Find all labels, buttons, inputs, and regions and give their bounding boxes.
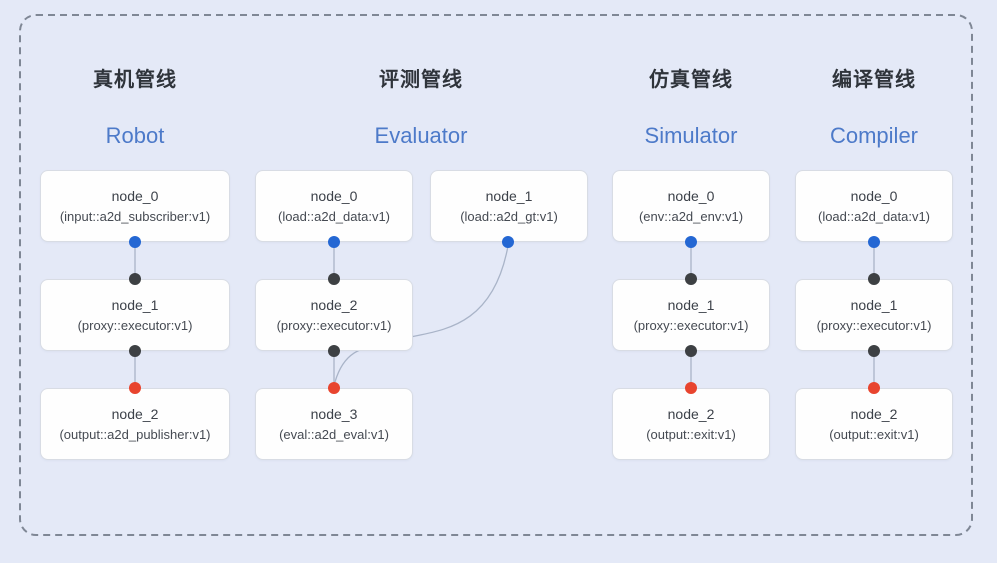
port-out-dot: [685, 345, 697, 357]
port-in-dot: [328, 382, 340, 394]
node-robot-1: node_1 (proxy::executor:v1): [40, 279, 230, 351]
node-name: node_2: [850, 405, 898, 422]
node-type: (proxy::executor:v1): [276, 317, 392, 333]
node-name: node_0: [310, 187, 358, 204]
node-type: (input::a2d_subscriber:v1): [59, 208, 211, 224]
node-robot-2: node_2 (output::a2d_publisher:v1): [40, 388, 230, 460]
node-name: node_2: [310, 296, 358, 313]
node-type: (proxy::executor:v1): [816, 317, 932, 333]
port-in-dot: [868, 382, 880, 394]
node-simulator-0: node_0 (env::a2d_env:v1): [612, 170, 770, 242]
port-out-dot: [868, 345, 880, 357]
pipeline-title-en-compiler: Compiler: [829, 123, 919, 148]
node-name: node_1: [850, 296, 898, 313]
port-out-dot: [129, 345, 141, 357]
node-name: node_3: [310, 405, 358, 422]
node-type: (output::exit:v1): [829, 426, 919, 442]
node-evaluator-1: node_1 (load::a2d_gt:v1): [430, 170, 588, 242]
port-out-dot: [328, 236, 340, 248]
node-simulator-2: node_2 (output::exit:v1): [612, 388, 770, 460]
pipeline-title-en-simulator: Simulator: [644, 123, 738, 148]
port-in-dot: [685, 382, 697, 394]
node-compiler-1: node_1 (proxy::executor:v1): [795, 279, 953, 351]
pipeline-title-zh-evaluator: 评测管线: [379, 69, 463, 91]
node-name: node_1: [485, 187, 533, 204]
port-out-dot: [502, 236, 514, 248]
port-in-dot: [685, 273, 697, 285]
node-type: (env::a2d_env:v1): [638, 208, 744, 224]
node-robot-0: node_0 (input::a2d_subscriber:v1): [40, 170, 230, 242]
port-in-dot: [129, 273, 141, 285]
port-out-dot: [685, 236, 697, 248]
pipeline-title-zh-simulator: 仿真管线: [649, 69, 733, 91]
node-compiler-2: node_2 (output::exit:v1): [795, 388, 953, 460]
node-type: (output::a2d_publisher:v1): [59, 426, 211, 442]
node-compiler-0: node_0 (load::a2d_data:v1): [795, 170, 953, 242]
node-name: node_2: [111, 405, 159, 422]
port-in-dot: [328, 273, 340, 285]
node-name: node_1: [667, 296, 715, 313]
pipeline-title-en-evaluator: Evaluator: [374, 123, 468, 148]
node-type: (load::a2d_data:v1): [277, 208, 391, 224]
node-type: (load::a2d_data:v1): [817, 208, 931, 224]
node-evaluator-2: node_2 (proxy::executor:v1): [255, 279, 413, 351]
node-name: node_1: [111, 296, 159, 313]
pipeline-title-en-robot: Robot: [105, 123, 165, 148]
node-type: (load::a2d_gt:v1): [460, 208, 558, 224]
node-name: node_2: [667, 405, 715, 422]
pipeline-title-zh-robot: 真机管线: [93, 69, 177, 91]
port-in-dot: [129, 382, 141, 394]
port-out-dot: [328, 345, 340, 357]
node-name: node_0: [850, 187, 898, 204]
node-type: (output::exit:v1): [646, 426, 736, 442]
port-in-dot: [868, 273, 880, 285]
node-evaluator-3: node_3 (eval::a2d_eval:v1): [255, 388, 413, 460]
pipeline-title-zh-compiler: 编译管线: [832, 69, 916, 91]
port-out-dot: [868, 236, 880, 248]
node-evaluator-0: node_0 (load::a2d_data:v1): [255, 170, 413, 242]
node-type: (proxy::executor:v1): [633, 317, 749, 333]
node-type: (proxy::executor:v1): [77, 317, 193, 333]
node-type: (eval::a2d_eval:v1): [279, 426, 389, 442]
node-name: node_0: [111, 187, 159, 204]
dashed-frame-rect: [19, 14, 973, 536]
node-name: node_0: [667, 187, 715, 204]
port-out-dot: [129, 236, 141, 248]
node-simulator-1: node_1 (proxy::executor:v1): [612, 279, 770, 351]
